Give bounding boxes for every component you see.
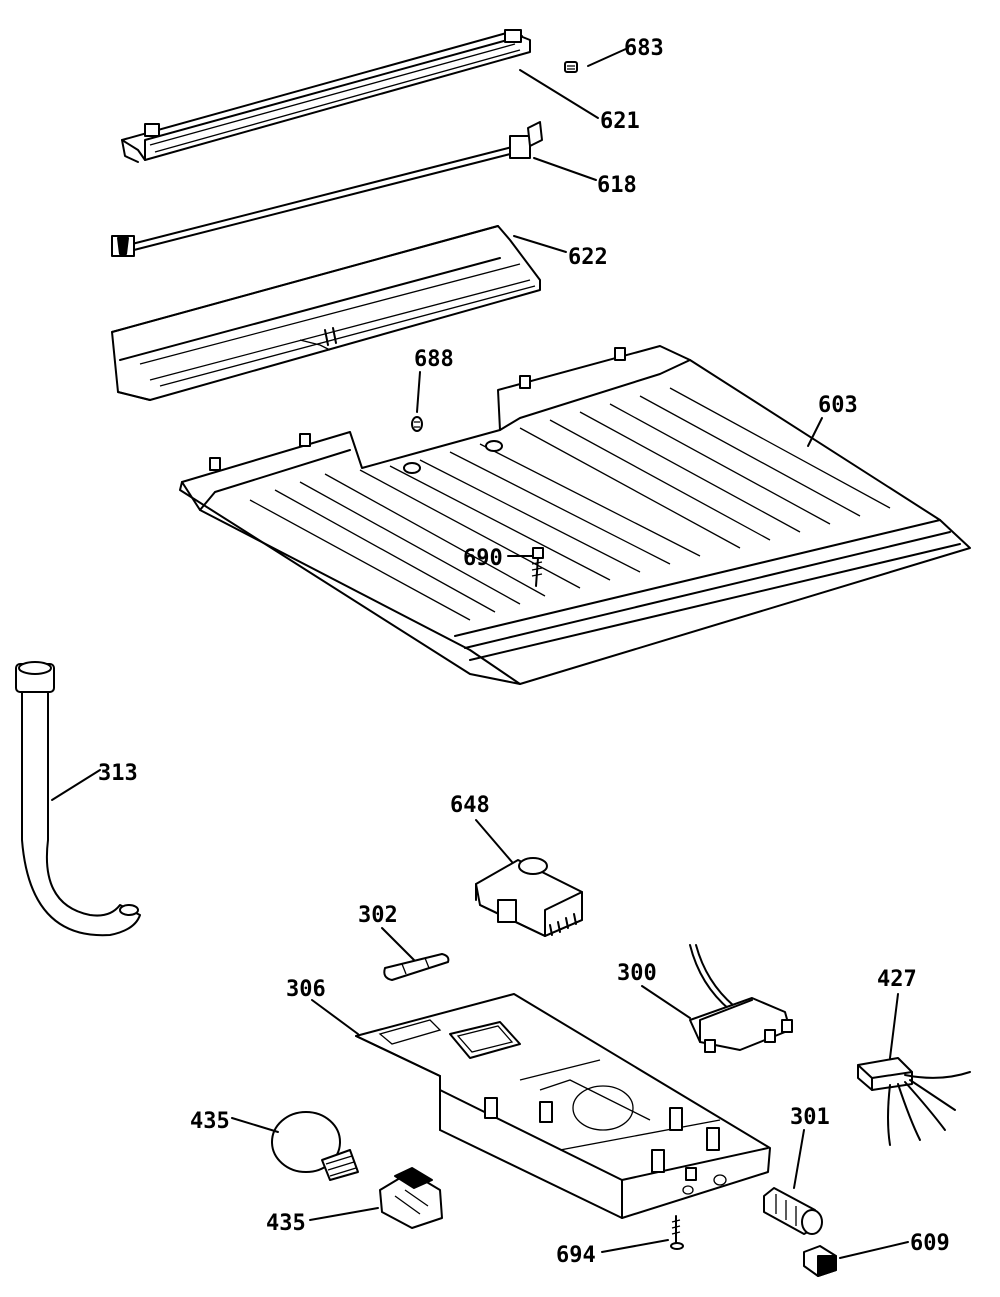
leader-lines [51,47,909,1259]
part-618-rod [111,121,543,257]
label-609: 609 [910,1231,950,1256]
part-435-socket [379,1167,443,1229]
label-306: 306 [286,977,326,1002]
part-603-panel [179,345,971,685]
label-302: 302 [358,903,398,928]
part-302-pin [383,953,450,981]
label-622: 622 [568,245,608,270]
label-688: 688 [414,347,454,372]
label-603: 603 [818,393,858,418]
part-427-connector [857,1057,971,1146]
part-688-screw [411,416,423,432]
label-435-socket: 435 [266,1211,306,1236]
label-690: 690 [463,546,503,571]
part-435-bulb [271,1111,359,1181]
part-609-switch [803,1245,837,1277]
part-300-switch [689,944,793,1053]
part-621-shield [121,29,531,163]
part-622-channel [111,225,541,401]
label-648: 648 [450,793,490,818]
label-694: 694 [556,1243,596,1268]
label-301: 301 [790,1105,830,1130]
label-618: 618 [597,173,637,198]
label-313: 313 [98,761,138,786]
part-648-timer [475,857,583,937]
label-435-bulb: 435 [190,1109,230,1134]
label-683: 683 [624,36,664,61]
label-621: 621 [600,109,640,134]
part-683-screw [564,61,578,73]
label-300: 300 [617,961,657,986]
part-313-drain-tube [15,661,141,937]
part-690-screw [531,547,544,587]
part-301-socket [763,1187,823,1235]
part-694-screw [670,1215,684,1250]
label-427: 427 [877,967,917,992]
part-306-housing [355,993,771,1219]
